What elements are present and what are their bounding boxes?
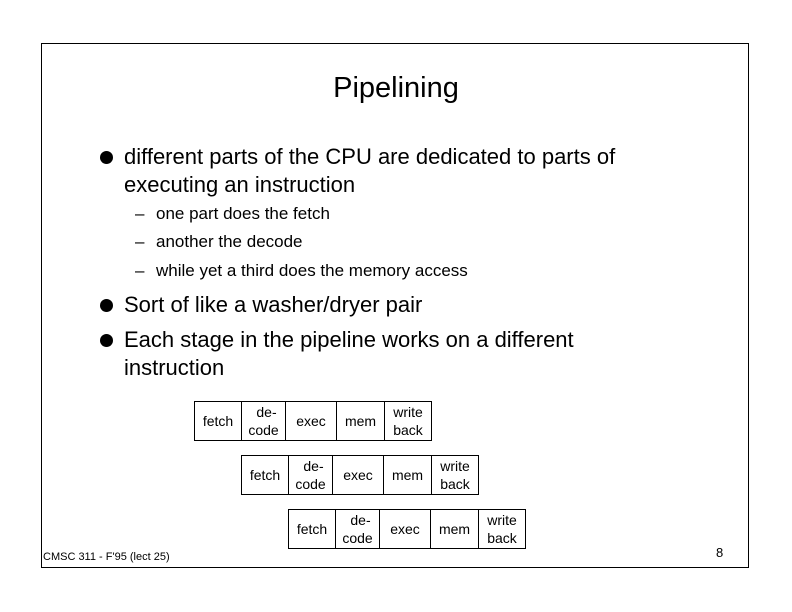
stage-fetch: fetch [195, 402, 242, 440]
bullet-line: Sort of like a washer/dryer pair [124, 292, 423, 317]
dash-icon: – [135, 232, 145, 251]
sub-bullet-text: another the decode [156, 232, 303, 251]
stage-exec: exec [333, 456, 384, 494]
stage-mem: mem [337, 402, 385, 440]
stage-exec: exec [286, 402, 337, 440]
stage-decode: de-code [336, 510, 380, 548]
sub-bullet-text: one part does the fetch [156, 204, 330, 223]
stage-decode: de-code [289, 456, 333, 494]
dash-icon: – [135, 261, 145, 280]
stage-mem: mem [384, 456, 432, 494]
bullet-dot-icon [100, 299, 113, 312]
footer-course: CMSC 311 - F'95 (lect 25) [43, 551, 170, 563]
dash-icon: – [135, 204, 145, 223]
sub-bullet-text: while yet a third does the memory access [156, 261, 468, 280]
bullet-line: executing an instruction [124, 172, 356, 197]
bullet-line: different parts of the CPU are dedicated… [124, 144, 616, 169]
stage-mem: mem [431, 510, 479, 548]
stage-exec: exec [380, 510, 431, 548]
stage-fetch: fetch [242, 456, 289, 494]
slide-frame [41, 43, 749, 568]
stage-decode: de-code [242, 402, 286, 440]
bullet-dot-icon [100, 334, 113, 347]
stage-fetch: fetch [289, 510, 336, 548]
bullet-line: Each stage in the pipeline works on a di… [124, 327, 574, 352]
slide-title: Pipelining [333, 72, 459, 104]
page-number: 8 [716, 545, 724, 560]
bullet-dot-icon [100, 151, 113, 164]
bullet-line: instruction [124, 355, 225, 380]
